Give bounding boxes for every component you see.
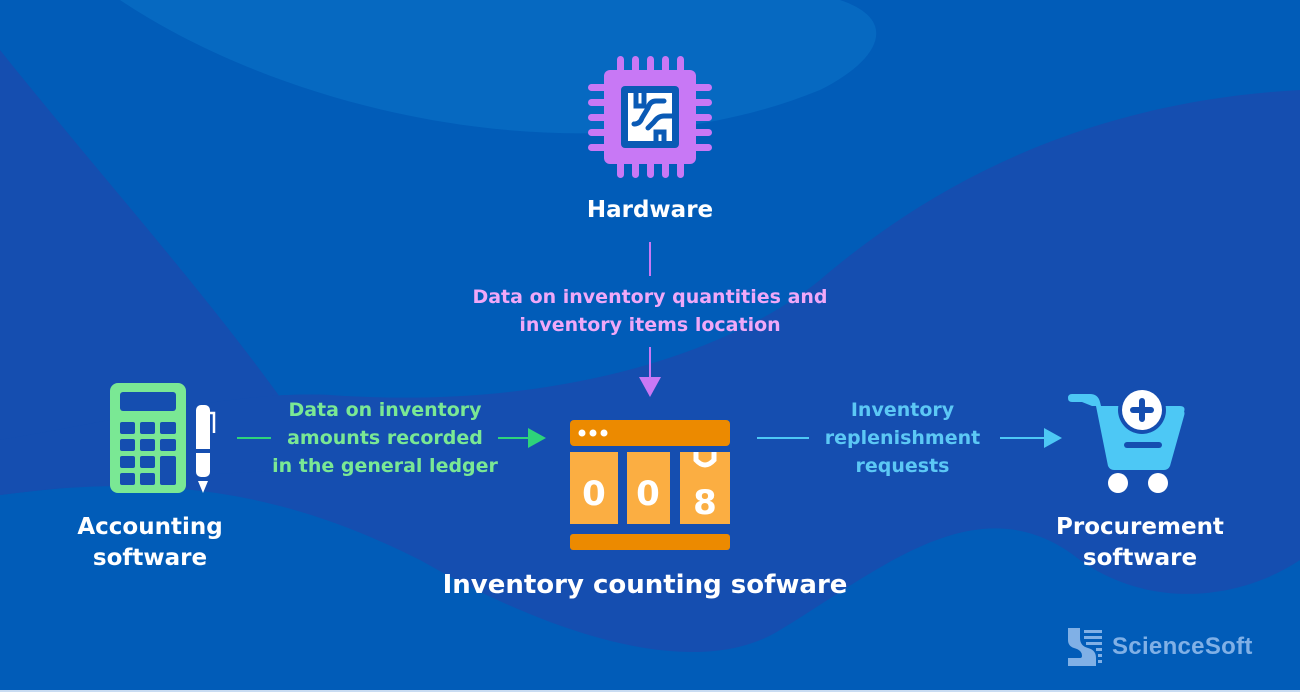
procurement-flow-label: Inventory replenishment requests xyxy=(805,396,1000,480)
hardware-connector-line xyxy=(649,242,651,276)
sciencesoft-brand-text: ScienceSoft xyxy=(1112,633,1253,660)
procurement-connector-line xyxy=(757,437,809,439)
inventory-label: Inventory counting sofware xyxy=(442,570,848,600)
accounting-flow-line1: Data on inventory xyxy=(288,399,482,421)
counter-digit-3: 8 xyxy=(693,483,717,523)
sciencesoft-logo-icon xyxy=(1068,628,1102,666)
cart-plus-icon xyxy=(1068,386,1185,493)
procurement-label-line1: Procurement xyxy=(1056,514,1224,540)
accounting-connector-line xyxy=(237,437,271,439)
procurement-flow-line2: replenishment xyxy=(824,427,981,449)
hardware-flow-line2: inventory items location xyxy=(519,314,781,336)
counter-window-icon: 0 0 8 xyxy=(570,420,730,550)
arrow-right-icon xyxy=(498,428,546,448)
accounting-label-line1: Accounting xyxy=(77,514,223,540)
calculator-pen-icon xyxy=(110,383,216,493)
hardware-label: Hardware xyxy=(586,197,714,223)
accounting-label: Accounting software xyxy=(50,512,250,574)
procurement-label: Procurement software xyxy=(1040,512,1240,574)
accounting-flow-line3: in the general ledger xyxy=(272,455,498,477)
hardware-flow-label: Data on inventory quantities and invento… xyxy=(400,283,900,339)
cpu-chip-icon xyxy=(588,56,712,178)
arrow-right-icon-2 xyxy=(1000,428,1062,448)
procurement-flow-line3: requests xyxy=(855,455,950,477)
arrow-down-icon xyxy=(639,347,661,397)
accounting-flow-line2: amounts recorded xyxy=(287,427,483,449)
sciencesoft-brand[interactable]: ScienceSoft xyxy=(1068,628,1253,666)
accounting-label-line2: software xyxy=(92,545,208,571)
hardware-flow-line1: Data on inventory quantities and xyxy=(472,286,828,308)
procurement-flow-line1: Inventory xyxy=(850,399,955,421)
counter-digit-2: 0 xyxy=(636,474,660,514)
accounting-flow-label: Data on inventory amounts recorded in th… xyxy=(260,396,510,480)
counter-digit-1: 0 xyxy=(582,474,606,514)
bottom-border xyxy=(0,690,1300,692)
procurement-label-line2: software xyxy=(1082,545,1198,571)
